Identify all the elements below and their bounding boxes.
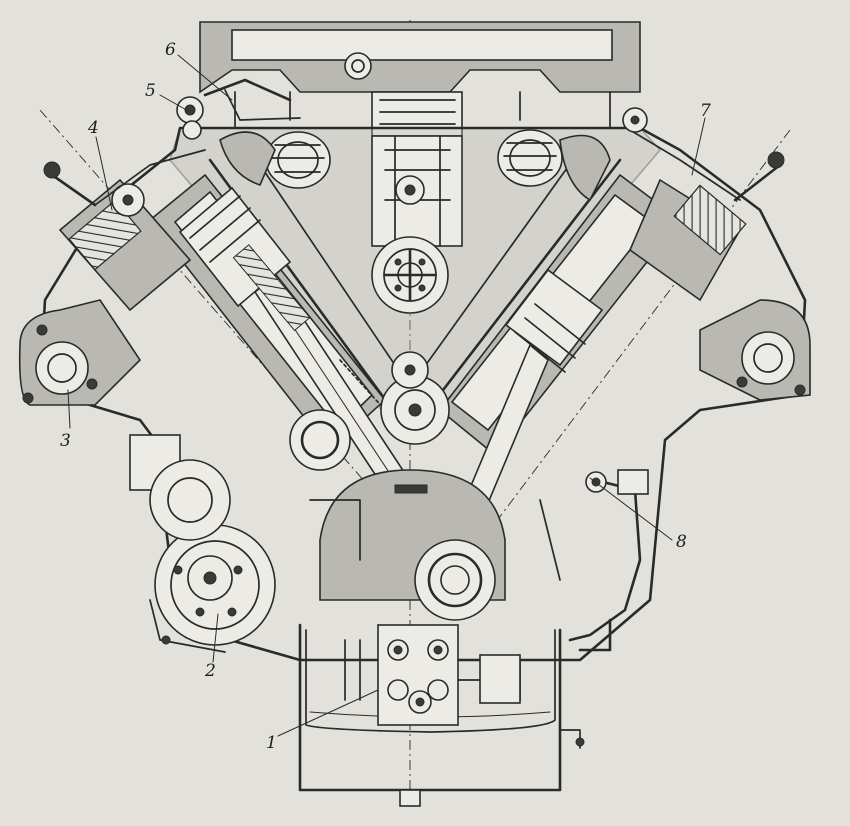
intake-ports: [219, 129, 611, 202]
leader-lines: [67, 54, 706, 737]
intake-manifold: [199, 21, 641, 137]
right-rocker-assembly: [622, 107, 785, 302]
fuel-pump-assembly: [371, 135, 463, 445]
right-oil-line: [568, 469, 649, 652]
right-exhaust-manifold: [699, 299, 811, 401]
callout-5: 5: [145, 81, 156, 101]
crankshaft: [289, 409, 561, 621]
left-exhaust-manifold: [18, 299, 142, 406]
left-accessory-drive: [129, 434, 276, 653]
left-rocker-assembly: [43, 149, 206, 312]
oil-pump: [344, 624, 521, 726]
callout-6: 6: [165, 40, 176, 60]
callout-2: 2: [204, 661, 216, 681]
callout-7: 7: [700, 101, 711, 121]
right-cylinder-bank: [438, 173, 733, 567]
callout-4: 4: [87, 118, 99, 138]
head-studs-left: [176, 78, 301, 140]
callout-8: 8: [676, 532, 687, 552]
callout-1: 1: [266, 733, 277, 753]
callout-3: 3: [60, 431, 71, 451]
callout-labels: 1 2 3 4 5 6 7 8: [60, 40, 711, 753]
